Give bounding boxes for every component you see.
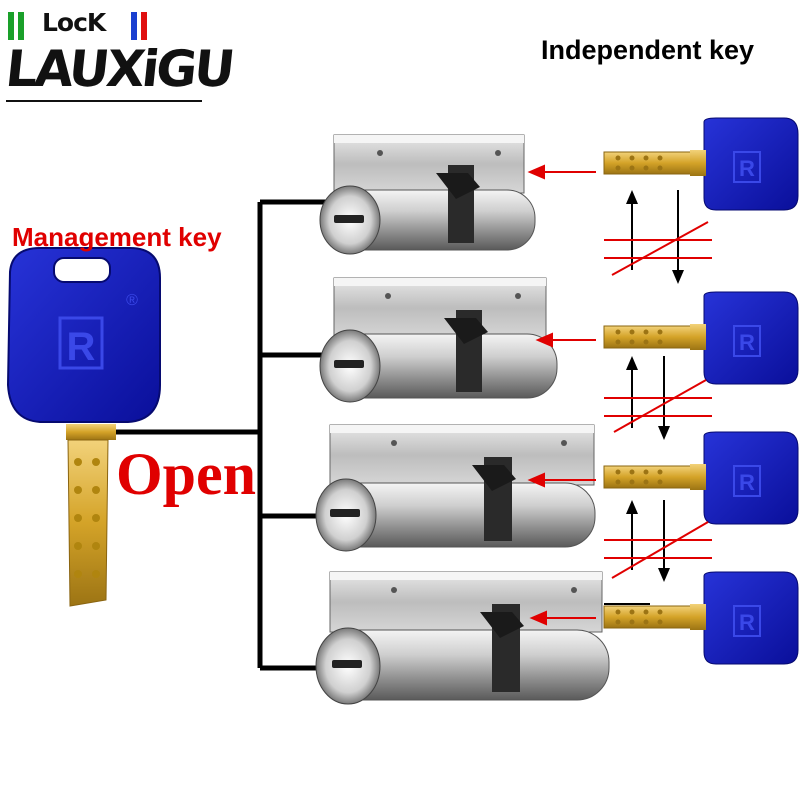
- logo-top-text: LocK: [42, 8, 106, 37]
- key-head: [703, 571, 799, 665]
- cylinder-body: [333, 134, 525, 194]
- management-key: R ®: [6, 247, 161, 607]
- management-key-shoulder: [66, 424, 116, 440]
- registered-mark: ®: [126, 292, 138, 309]
- key-blade: [603, 151, 693, 175]
- key-blade: [603, 465, 693, 489]
- management-key-label: Management key: [12, 222, 222, 252]
- key-r-mark: R: [739, 156, 755, 181]
- lock-cylinder-1: [319, 134, 536, 255]
- management-key-dimples: [74, 458, 100, 578]
- cylinder-body: [333, 277, 547, 339]
- management-key-hole: [53, 257, 111, 283]
- key-r-mark: R: [739, 470, 755, 495]
- cylinder-body: [329, 424, 595, 486]
- independent-key-4: R: [603, 571, 799, 665]
- key-head: [703, 431, 799, 525]
- keyway: [334, 215, 364, 223]
- lock-cylinder-3: [315, 424, 596, 552]
- logo-bar-blue: [131, 12, 137, 40]
- management-key-blade: [67, 439, 109, 607]
- no-interchange-2: [604, 356, 712, 440]
- connector-lines: [116, 199, 326, 671]
- key-r-mark: R: [739, 610, 755, 635]
- management-key-r-mark: R: [67, 325, 96, 369]
- independent-key-label: Independent key: [541, 35, 755, 65]
- insertion-arrows: [527, 164, 596, 626]
- cylinder-body: [329, 571, 603, 633]
- no-interchange-1: [604, 190, 712, 284]
- brand-logo: [6, 12, 202, 102]
- logo-bar-green: [8, 12, 14, 40]
- keyway: [330, 509, 360, 517]
- no-interchange-3: [604, 500, 712, 605]
- logo-underline: [6, 100, 202, 102]
- key-r-mark: R: [739, 330, 755, 355]
- key-blade: [603, 325, 693, 349]
- logo-bar-green-2: [18, 12, 24, 40]
- keyway: [332, 660, 362, 668]
- independent-key-1: R: [603, 117, 799, 211]
- independent-key-3: R: [603, 431, 799, 525]
- management-key-head: [6, 247, 161, 423]
- lock-cylinder-2: [319, 277, 558, 403]
- key-blade: [603, 605, 693, 629]
- key-head: [703, 291, 799, 385]
- independent-key-2: R: [603, 291, 799, 385]
- key-head: [703, 117, 799, 211]
- open-label: Open: [116, 441, 257, 507]
- lock-cylinder-4: [315, 571, 610, 705]
- logo-main-text: LAUXiGU: [2, 40, 236, 98]
- logo-bar-red: [141, 12, 147, 40]
- keyway: [334, 360, 364, 368]
- management-key-r-mark-box: [58, 316, 104, 370]
